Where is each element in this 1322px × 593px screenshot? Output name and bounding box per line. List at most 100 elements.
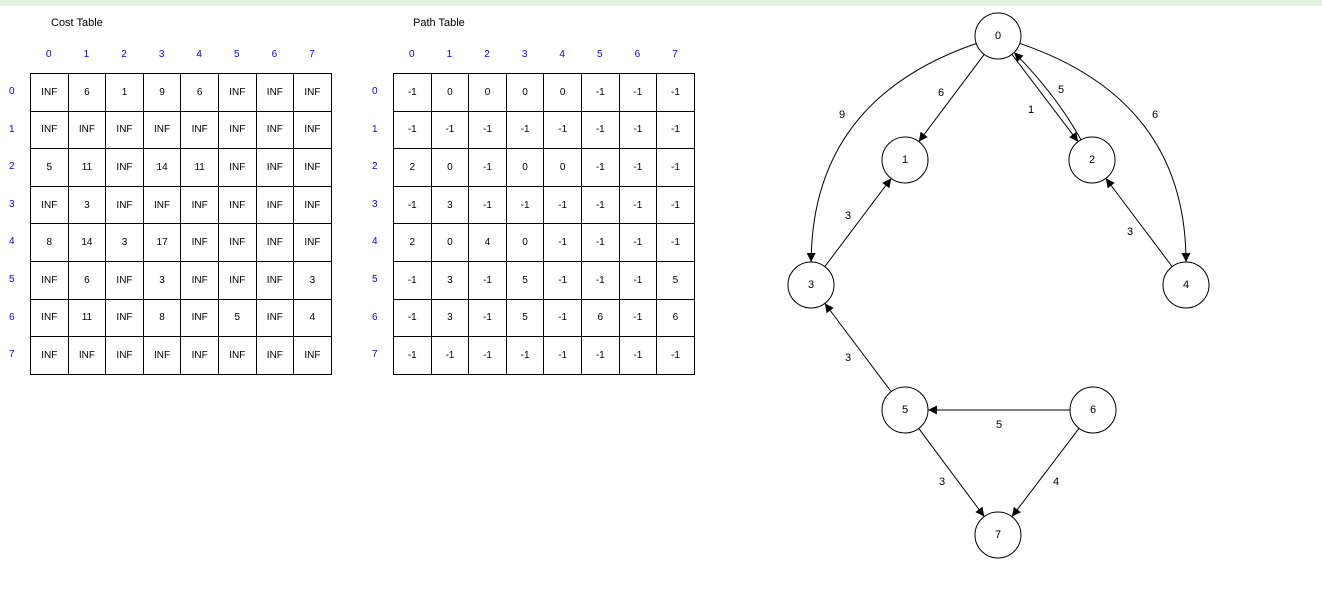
- table-cell: INF: [255, 260, 295, 300]
- edge-0-to-2: [1011, 54, 1079, 142]
- table-cell: INF: [30, 110, 69, 150]
- table-cell: INF: [105, 260, 144, 300]
- cost-table-row-header: 3: [9, 198, 15, 210]
- cost-table-col-header: 0: [46, 49, 52, 60]
- node-circle: [881, 136, 929, 184]
- table-cell: -1: [656, 185, 695, 225]
- table-cell: -1: [618, 148, 658, 187]
- edge-weight-label: 6: [938, 87, 944, 99]
- table-cell: INF: [180, 298, 219, 338]
- table-cell: INF: [105, 336, 144, 375]
- table-cell: -1: [468, 185, 507, 225]
- edge-weight-label: 5: [1058, 84, 1064, 96]
- path-table-col-header: 1: [446, 49, 453, 60]
- cost-table-row-header: 1: [9, 123, 15, 135]
- table-cell: INF: [180, 185, 219, 225]
- table-cell: INF: [180, 336, 219, 375]
- edge-4-to-2: [1105, 178, 1173, 267]
- node-label: 0: [995, 30, 1001, 42]
- table-cell: -1: [656, 148, 695, 187]
- table-cell: -1: [580, 336, 620, 375]
- path-table-row-header: 1: [372, 123, 378, 135]
- table-cell: -1: [580, 223, 620, 262]
- table-cell: -1: [468, 148, 507, 187]
- table-cell: -1: [656, 110, 695, 150]
- path-table-title: Path Table: [413, 17, 465, 29]
- graph-node-0: 0: [974, 12, 1022, 60]
- node-label: 2: [1089, 154, 1095, 166]
- cost-table-row-header: 2: [9, 161, 15, 173]
- node-circle: [1162, 261, 1210, 309]
- edge-2-to-0: [1013, 52, 1082, 141]
- cost-table-col-header: 1: [83, 49, 90, 60]
- edge-weight-label: 5: [996, 419, 1002, 431]
- table-cell: -1: [618, 223, 658, 262]
- path-table-col-header: 2: [484, 49, 490, 60]
- table-cell: -1: [618, 110, 658, 150]
- table-cell: INF: [142, 336, 182, 375]
- table-cell: INF: [217, 223, 257, 262]
- path-table-row-header: 3: [372, 198, 378, 210]
- table-cell: 3: [142, 260, 182, 300]
- table-cell: 6: [180, 73, 219, 112]
- table-cell: INF: [30, 185, 69, 225]
- node-circle: [1068, 136, 1116, 184]
- graph-node-1: 1: [881, 136, 929, 184]
- edge-weight-label: 1: [1028, 104, 1034, 116]
- table-cell: INF: [255, 148, 295, 187]
- edge-5-to-7: [918, 428, 985, 517]
- table-cell: INF: [67, 110, 107, 150]
- graph-node-2: 2: [1068, 136, 1116, 184]
- table-cell: 0: [505, 148, 545, 187]
- edge-weight-label: 3: [939, 476, 945, 488]
- table-cell: INF: [217, 110, 257, 150]
- table-cell: INF: [217, 73, 257, 112]
- cost-table-row-header: 0: [9, 86, 15, 97]
- node-circle: [974, 511, 1022, 559]
- cost-table-col-header: 7: [309, 49, 315, 60]
- node-circle: [974, 12, 1022, 60]
- table-cell: INF: [142, 110, 182, 150]
- table-cell: -1: [505, 336, 545, 375]
- table-row: -1-1-1-1-1-1-1-1: [393, 336, 695, 375]
- table-cell: INF: [180, 223, 219, 262]
- table-cell: 0: [505, 223, 545, 262]
- cost-table-title: Cost Table: [51, 17, 103, 29]
- table-cell: INF: [293, 110, 332, 150]
- table-cell: -1: [618, 336, 658, 375]
- table-cell: INF: [217, 336, 257, 375]
- table-cell: INF: [293, 185, 332, 225]
- graph-node-4: 4: [1162, 261, 1210, 309]
- cost-table-row-header: 5: [9, 274, 15, 285]
- table-cell: INF: [180, 110, 219, 150]
- node-label: 3: [808, 279, 814, 291]
- table-cell: INF: [105, 110, 144, 150]
- cost-table-col-header: 5: [234, 49, 240, 60]
- cost-table-row-header: 6: [9, 311, 15, 323]
- node-circle: [1069, 386, 1117, 434]
- table-cell: 5: [505, 260, 545, 300]
- table-cell: -1: [618, 73, 658, 112]
- table-cell: INF: [255, 336, 295, 375]
- node-circle: [787, 261, 835, 309]
- node-label: 4: [1183, 279, 1189, 291]
- table-row: -1-1-1-1-1-1-1-1: [393, 110, 695, 150]
- table-cell: 11: [180, 148, 219, 187]
- edge-0-to-4: [1019, 42, 1191, 263]
- path-table-row-header: 2: [372, 161, 378, 173]
- table-cell: INF: [217, 185, 257, 225]
- table-cell: 0: [430, 223, 470, 262]
- table-cell: -1: [656, 73, 695, 112]
- edge-weight-label: 9: [839, 109, 845, 121]
- table-cell: -1: [393, 110, 432, 150]
- node-label: 1: [902, 154, 908, 166]
- edge-3-to-1: [824, 178, 892, 267]
- table-cell: 4: [293, 298, 332, 338]
